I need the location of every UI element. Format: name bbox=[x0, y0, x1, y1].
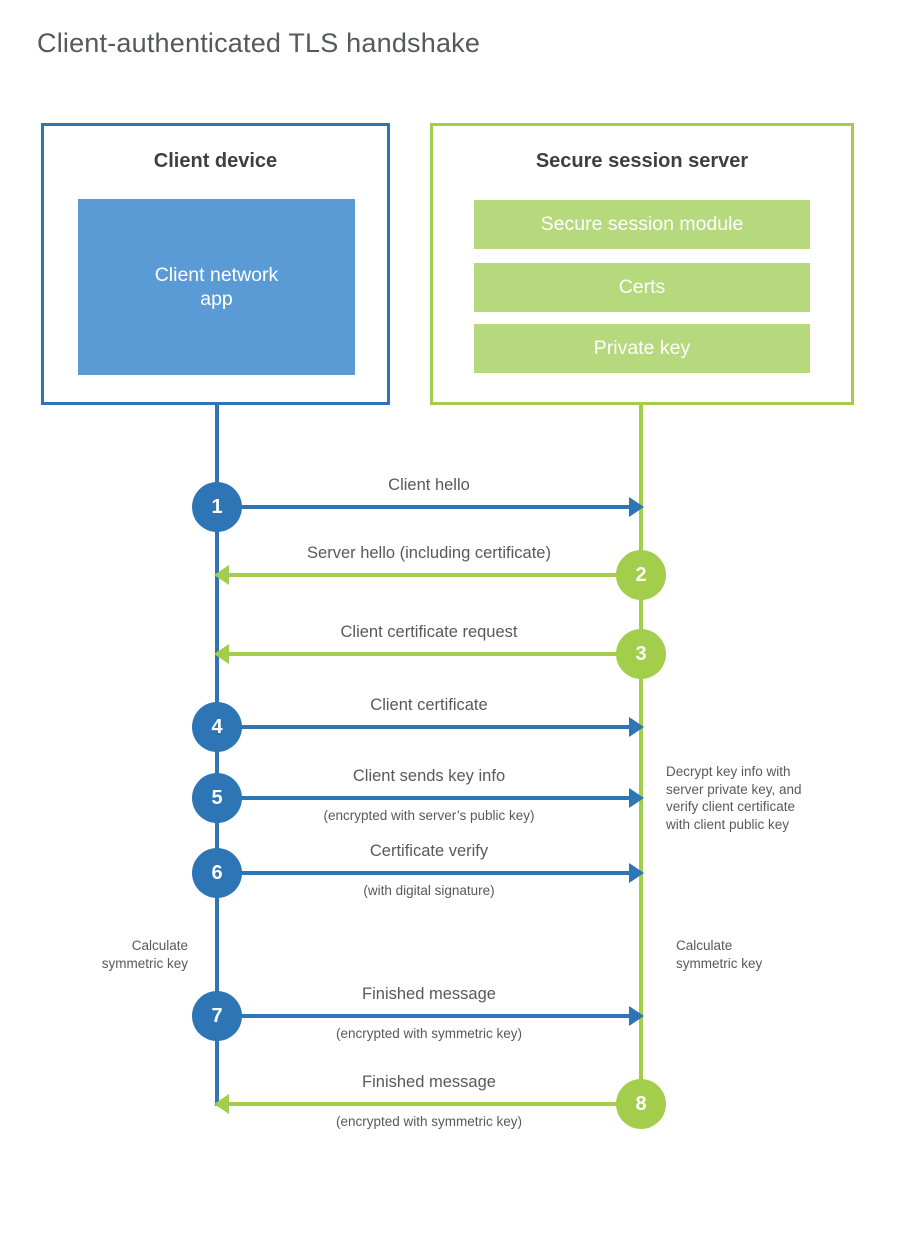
step-4-badge: 4 bbox=[192, 702, 242, 752]
step-7: 7 Finished message (encrypted with symme… bbox=[192, 985, 666, 1041]
step-8-sublabel: (encrypted with symmetric key) bbox=[335, 1114, 523, 1129]
step-7-arrow-right-icon bbox=[217, 1006, 644, 1026]
server-module-certs: Certs bbox=[474, 263, 810, 312]
step-1-badge: 1 bbox=[192, 482, 242, 532]
client-device-title: Client device bbox=[153, 150, 278, 172]
step-1: 1 Client hello bbox=[192, 476, 666, 532]
step-5: 5 Client sends key info (encrypted with … bbox=[192, 767, 666, 823]
step-8-label: Finished message bbox=[362, 1073, 496, 1091]
step-8-arrow-left-icon bbox=[214, 1094, 641, 1114]
calculate-symmetric-key-client: Calculate symmetric key bbox=[101, 938, 188, 971]
step-3: 3 Client certificate request bbox=[192, 623, 666, 679]
step-3-label: Client certificate request bbox=[340, 623, 518, 641]
step-4: 4 Client certificate bbox=[192, 696, 666, 752]
page-title: Client-authenticated TLS handshake bbox=[37, 28, 481, 58]
step-4-label: Client certificate bbox=[370, 696, 488, 714]
server-box: Secure session server Secure session mod… bbox=[430, 123, 854, 405]
step-7-badge: 7 bbox=[192, 991, 242, 1041]
step-8: 8 Finished message (encrypted with symme… bbox=[192, 1073, 666, 1129]
step-4-arrow-right-icon bbox=[217, 717, 644, 737]
step-5-arrow-right-icon bbox=[217, 788, 644, 808]
step-2: 2 Server hello (including certificate) bbox=[192, 544, 666, 600]
decrypt-key-note: Decrypt key info with server private key… bbox=[666, 764, 802, 832]
client-lifeline bbox=[215, 405, 219, 1106]
step-2-label: Server hello (including certificate) bbox=[307, 544, 551, 562]
step-6-badge: 6 bbox=[192, 848, 242, 898]
server-module-private-key: Private key bbox=[474, 324, 810, 373]
server-title: Secure session server bbox=[535, 150, 749, 172]
step-5-sublabel: (encrypted with server’s public key) bbox=[323, 808, 535, 823]
step-6-sublabel: (with digital signature) bbox=[363, 883, 495, 898]
step-7-sublabel: (encrypted with symmetric key) bbox=[335, 1026, 523, 1041]
step-6: 6 Certificate verify (with digital signa… bbox=[192, 842, 666, 898]
step-1-arrow-right-icon bbox=[217, 497, 644, 517]
step-2-arrow-left-icon bbox=[214, 565, 641, 585]
client-device-box: Client device Client network app bbox=[41, 123, 390, 405]
step-6-label: Certificate verify bbox=[369, 842, 489, 860]
step-2-badge: 2 bbox=[616, 550, 666, 600]
step-8-badge: 8 bbox=[616, 1079, 666, 1129]
step-7-label: Finished message bbox=[362, 985, 496, 1003]
step-3-badge: 3 bbox=[616, 629, 666, 679]
step-5-badge: 5 bbox=[192, 773, 242, 823]
calculate-symmetric-key-server: Calculate symmetric key bbox=[676, 938, 763, 971]
server-lifeline bbox=[639, 405, 643, 1105]
client-network-app-box: Client network app bbox=[78, 199, 355, 375]
step-6-arrow-right-icon bbox=[217, 863, 644, 883]
step-5-label: Client sends key info bbox=[352, 767, 506, 785]
step-3-arrow-left-icon bbox=[214, 644, 641, 664]
step-1-label: Client hello bbox=[388, 476, 470, 494]
server-module-secure-session: Secure session module bbox=[474, 200, 810, 249]
